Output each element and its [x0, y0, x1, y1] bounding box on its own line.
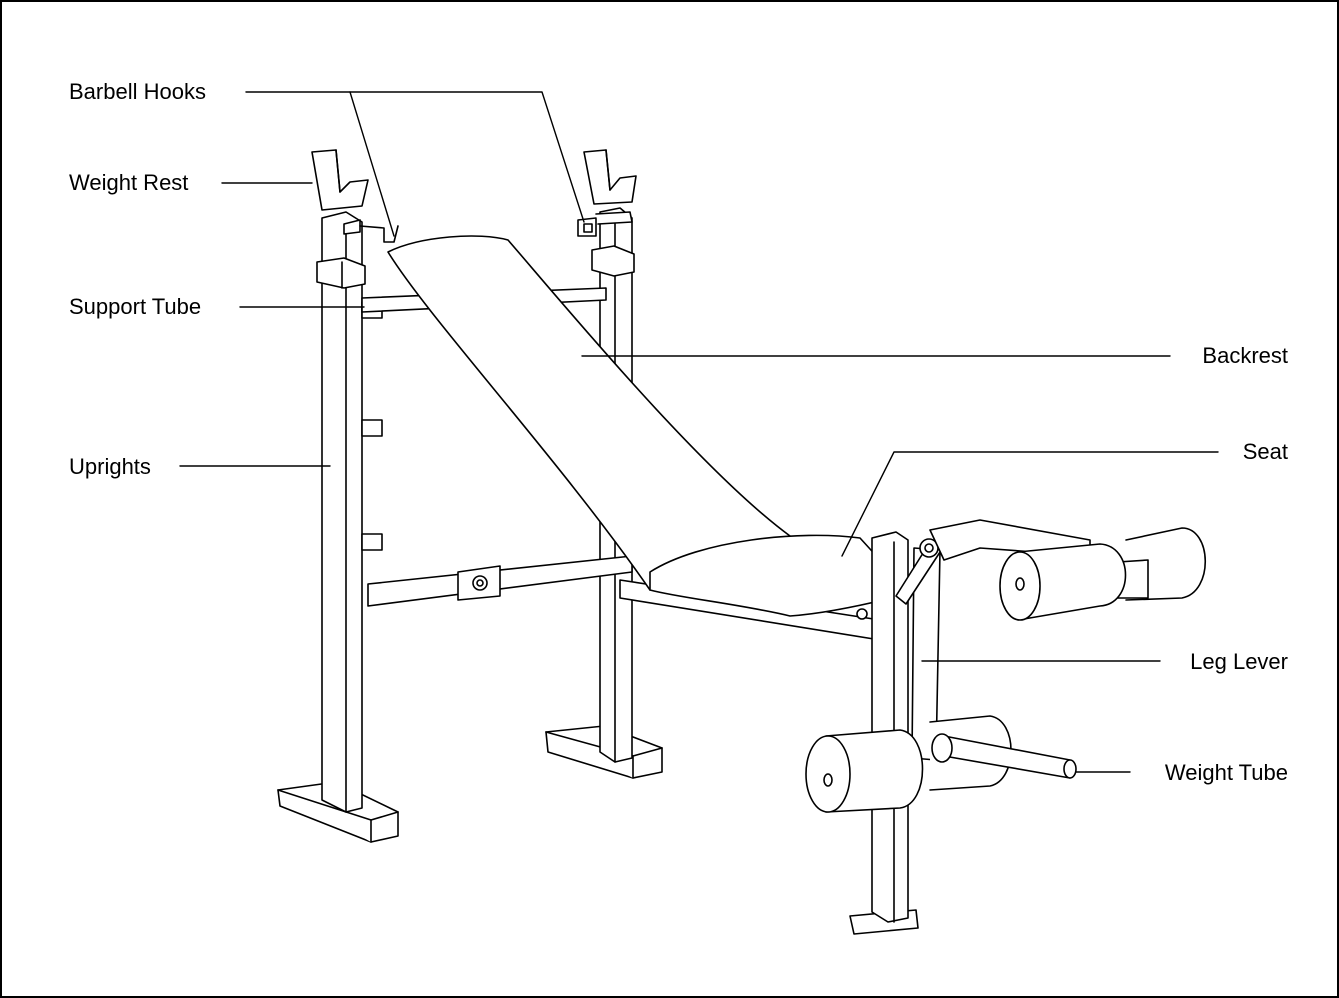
leader-lines: [179, 91, 1219, 773]
label-support-tube: Support Tube: [69, 294, 202, 319]
label-weight-tube: Weight Tube: [1164, 760, 1288, 785]
label-uprights: Uprights: [69, 454, 151, 479]
weight-tube: [931, 733, 1077, 779]
right-upright: [545, 149, 663, 779]
label-barbell-hooks: Barbell Hooks: [69, 79, 206, 104]
label-leg-lever: Leg Lever: [1190, 649, 1288, 674]
label-seat: Seat: [1242, 439, 1288, 464]
left-upright: [277, 149, 399, 843]
label-backrest: Backrest: [1202, 343, 1288, 368]
label-weight-rest: Weight Rest: [69, 170, 189, 195]
upper-rollers: [999, 527, 1207, 621]
